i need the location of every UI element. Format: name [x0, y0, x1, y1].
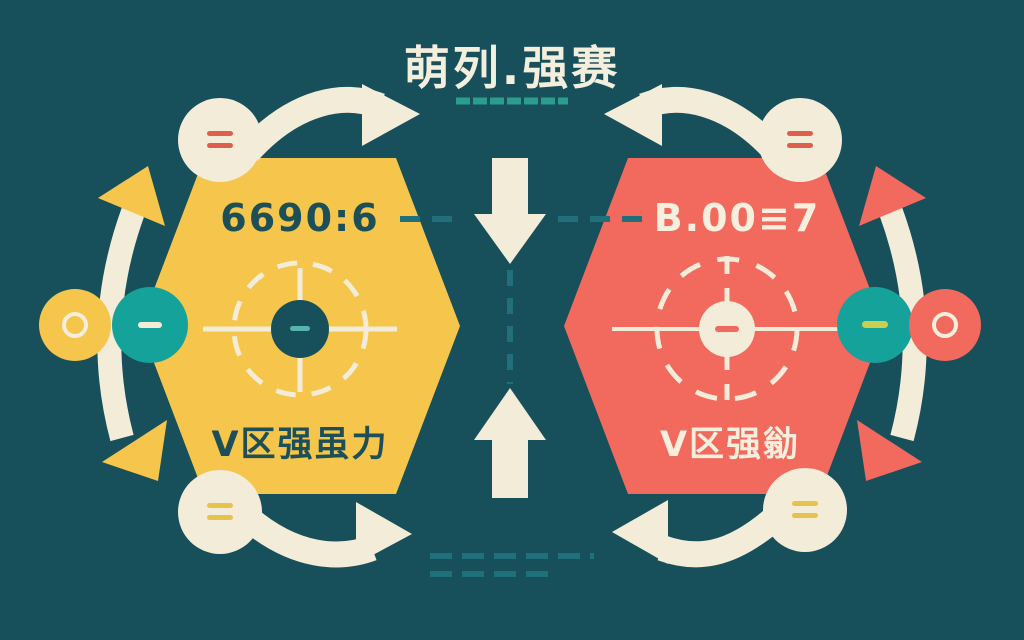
left-panel-label: V区强虽力 — [211, 425, 389, 465]
triangle-arrow-up-left — [98, 166, 165, 226]
ring-icon — [932, 312, 958, 338]
ring-icon — [62, 312, 88, 338]
down-block-arrow — [474, 158, 546, 264]
node-circle-yellow-left — [39, 289, 111, 361]
equals-icon — [787, 131, 813, 136]
equals-badge-bottom-right — [763, 468, 847, 552]
triangle-arrow-down-left — [102, 420, 167, 481]
equals-icon — [207, 503, 233, 508]
loop-arrow-bottom-right — [612, 468, 847, 568]
equals-badge-top-left — [178, 98, 262, 182]
right-panel-label: V区强勜 — [659, 425, 801, 465]
loop-arrow-top-right — [604, 84, 842, 182]
left-panel-value: 6690:6 — [220, 196, 380, 240]
node-circle-coral-right — [909, 289, 981, 361]
up-block-arrow — [474, 388, 546, 498]
right-panel-value: B.00≡7 — [653, 196, 821, 240]
target-crosshair-right — [612, 256, 845, 402]
triangle-arrow-down-right — [857, 420, 922, 481]
equals-icon — [792, 501, 818, 506]
dashed-connectors — [400, 216, 648, 577]
diagram-title: 萌列.强赛 — [403, 41, 621, 95]
loop-arrow-bottom-left — [178, 470, 412, 568]
equals-icon — [792, 513, 818, 518]
equals-icon — [207, 143, 233, 148]
minus-dash-icon — [290, 326, 310, 331]
target-crosshair-left — [203, 260, 397, 398]
triangle-arrow-up-right — [859, 166, 926, 226]
minus-dash-icon — [715, 326, 739, 332]
equals-icon — [787, 143, 813, 148]
equals-icon — [207, 515, 233, 520]
equals-icon — [207, 131, 233, 136]
node-circle-teal-right — [837, 287, 913, 363]
minus-dash-icon — [138, 322, 162, 328]
equals-badge-bottom-left — [178, 470, 262, 554]
node-circle-teal-left — [112, 287, 188, 363]
loop-arrow-top-left — [178, 84, 420, 182]
minus-dash-icon — [862, 321, 888, 328]
equals-badge-top-right — [758, 98, 842, 182]
